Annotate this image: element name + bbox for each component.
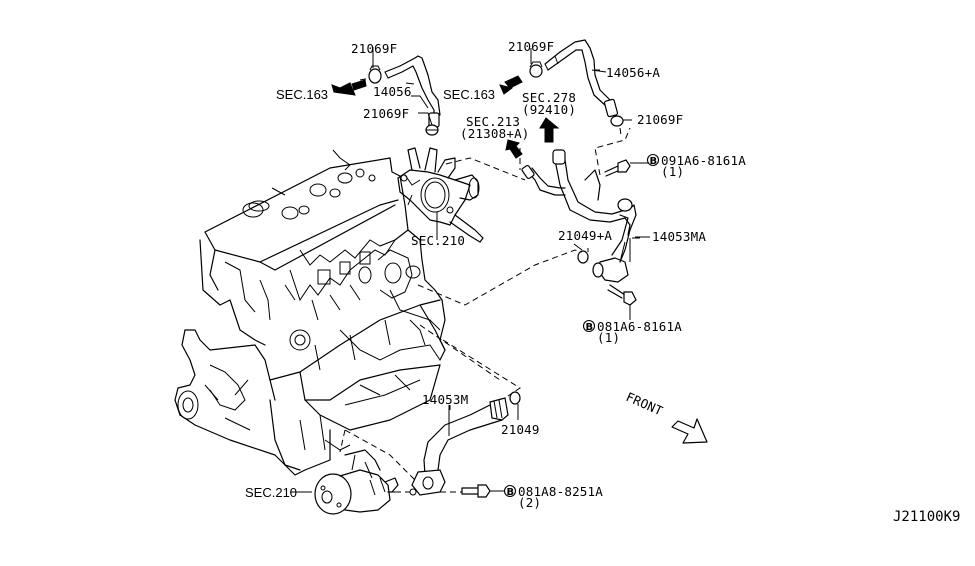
label-clamp-21069F-right-lower: 21069F: [637, 112, 683, 127]
label-sec213-line2: (21308+A): [460, 126, 530, 141]
bolt-marker-lower: B: [507, 487, 515, 498]
label-bolt-081A6-8161A: 081A6-8161A: [597, 319, 682, 334]
clamp-21069F-left-top: [368, 47, 382, 84]
water-pump: [314, 449, 399, 515]
label-clamp-21069F-right-top: 21069F: [508, 39, 554, 54]
engine-block: [174, 149, 446, 476]
label-sec163-right: SEC.163: [443, 87, 495, 102]
label-hose-14056: 14056: [373, 84, 412, 99]
hose-14056-A: [544, 39, 619, 118]
arrow-sec278: [539, 117, 560, 143]
bolt-marker-middle: B: [586, 322, 594, 333]
label-clamp-21069F-left-top: 21069F: [351, 41, 397, 56]
labels: 21069F 14056 21069F SEC.163 SEC.163 2106…: [245, 39, 960, 525]
label-hose-14056-A: 14056+A: [606, 65, 660, 80]
arrow-sec213: [505, 139, 523, 159]
label-bolt-upper-qty: (1): [661, 164, 684, 179]
bolt-081A6-8161A: [582, 284, 637, 333]
label-oring-21049: 21049: [501, 422, 540, 437]
label-sec213-line1: SEC.213: [466, 114, 520, 129]
label-pipe-14053M: 14053M: [422, 392, 468, 407]
label-sec210-pump: SEC.210: [245, 485, 297, 500]
label-oring-21049-A: 21049+A: [558, 228, 612, 243]
label-leaders: [290, 69, 650, 493]
arrow-sec163-left: [331, 79, 367, 96]
bolt-marker-upper: B: [650, 156, 658, 167]
label-front: FRONT: [624, 389, 666, 419]
label-sec163-left: SEC.163: [276, 87, 328, 102]
label-bolt-lower-qty: (2): [518, 495, 541, 510]
bolt-091A6-8161A: [604, 153, 660, 177]
front-arrow-icon: [671, 418, 708, 444]
label-sec278-line1: SEC.278: [522, 90, 576, 105]
label-pipe-14053MA: 14053MA: [652, 229, 706, 244]
pipe-14053M: [409, 397, 509, 496]
arrow-sec163-right: [499, 75, 523, 95]
label-bolt-middle-qty: (1): [597, 330, 620, 345]
clamp-21069F-right-top: [529, 48, 543, 78]
label-sec278-line2: (92410): [522, 102, 576, 117]
pipe-14053MA: [521, 149, 640, 283]
clamp-21069F-right-lower: [610, 115, 632, 127]
label-bolt-091A6-8161A: 091A6-8161A: [661, 153, 746, 168]
oring-21049: [509, 391, 521, 405]
water-outlet-housing: [397, 147, 484, 243]
clamp-21069F-left-lower: [418, 112, 439, 136]
drawing-id: J21100K9: [893, 509, 960, 525]
label-sec210-housing: SEC.210: [411, 233, 465, 248]
label-clamp-21069F-left-lower: 21069F: [363, 106, 409, 121]
label-bolt-081A8-8251A: 081A8-8251A: [518, 484, 603, 499]
leader-lines: [339, 127, 631, 493]
oring-21049-A: [577, 250, 589, 264]
bolt-081A8-8251A: [461, 484, 517, 498]
